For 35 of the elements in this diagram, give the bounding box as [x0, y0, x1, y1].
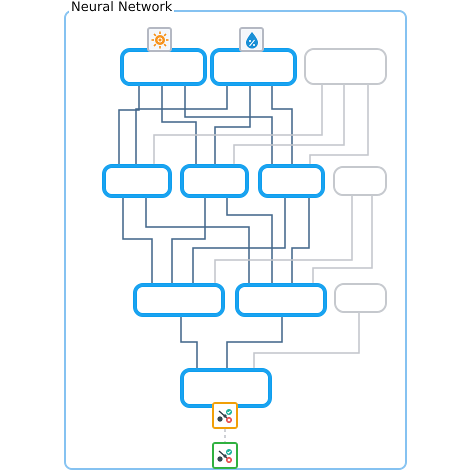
connector-line: [291, 198, 310, 283]
connector-line: [135, 86, 228, 164]
output-tile: [212, 442, 238, 469]
connector-line: [153, 85, 323, 164]
connector-line: [226, 198, 273, 283]
connector-line: [214, 196, 353, 283]
neuron-box: [133, 283, 225, 317]
neuron-box: [304, 48, 387, 85]
connector-line: [253, 313, 360, 368]
connector-line: [171, 198, 206, 283]
connector-line: [161, 86, 197, 164]
connector-line: [312, 196, 373, 283]
output-tile: [212, 402, 238, 429]
connector-line: [180, 317, 198, 368]
connector-line: [233, 85, 345, 164]
neuron-box: [333, 166, 387, 196]
connector-line: [309, 85, 369, 164]
connector-line: [122, 198, 153, 283]
dashed-connector: [224, 429, 226, 442]
neuron-box: [180, 368, 272, 408]
connector-line: [214, 86, 251, 164]
connector-line: [192, 198, 286, 283]
connector-line: [118, 86, 140, 164]
connector-line: [184, 86, 273, 164]
neuron-box: [334, 283, 387, 313]
connector-line: [145, 198, 250, 283]
neuron-box: [102, 164, 172, 198]
neuron-box: [235, 283, 327, 317]
neuron-box: [120, 48, 207, 86]
neuron-box: [210, 48, 297, 86]
frame-title: Neural Network: [69, 0, 174, 16]
neuron-box: [180, 164, 249, 198]
connector-line: [271, 86, 293, 164]
connector-line: [226, 317, 283, 368]
neuron-box: [258, 164, 325, 198]
